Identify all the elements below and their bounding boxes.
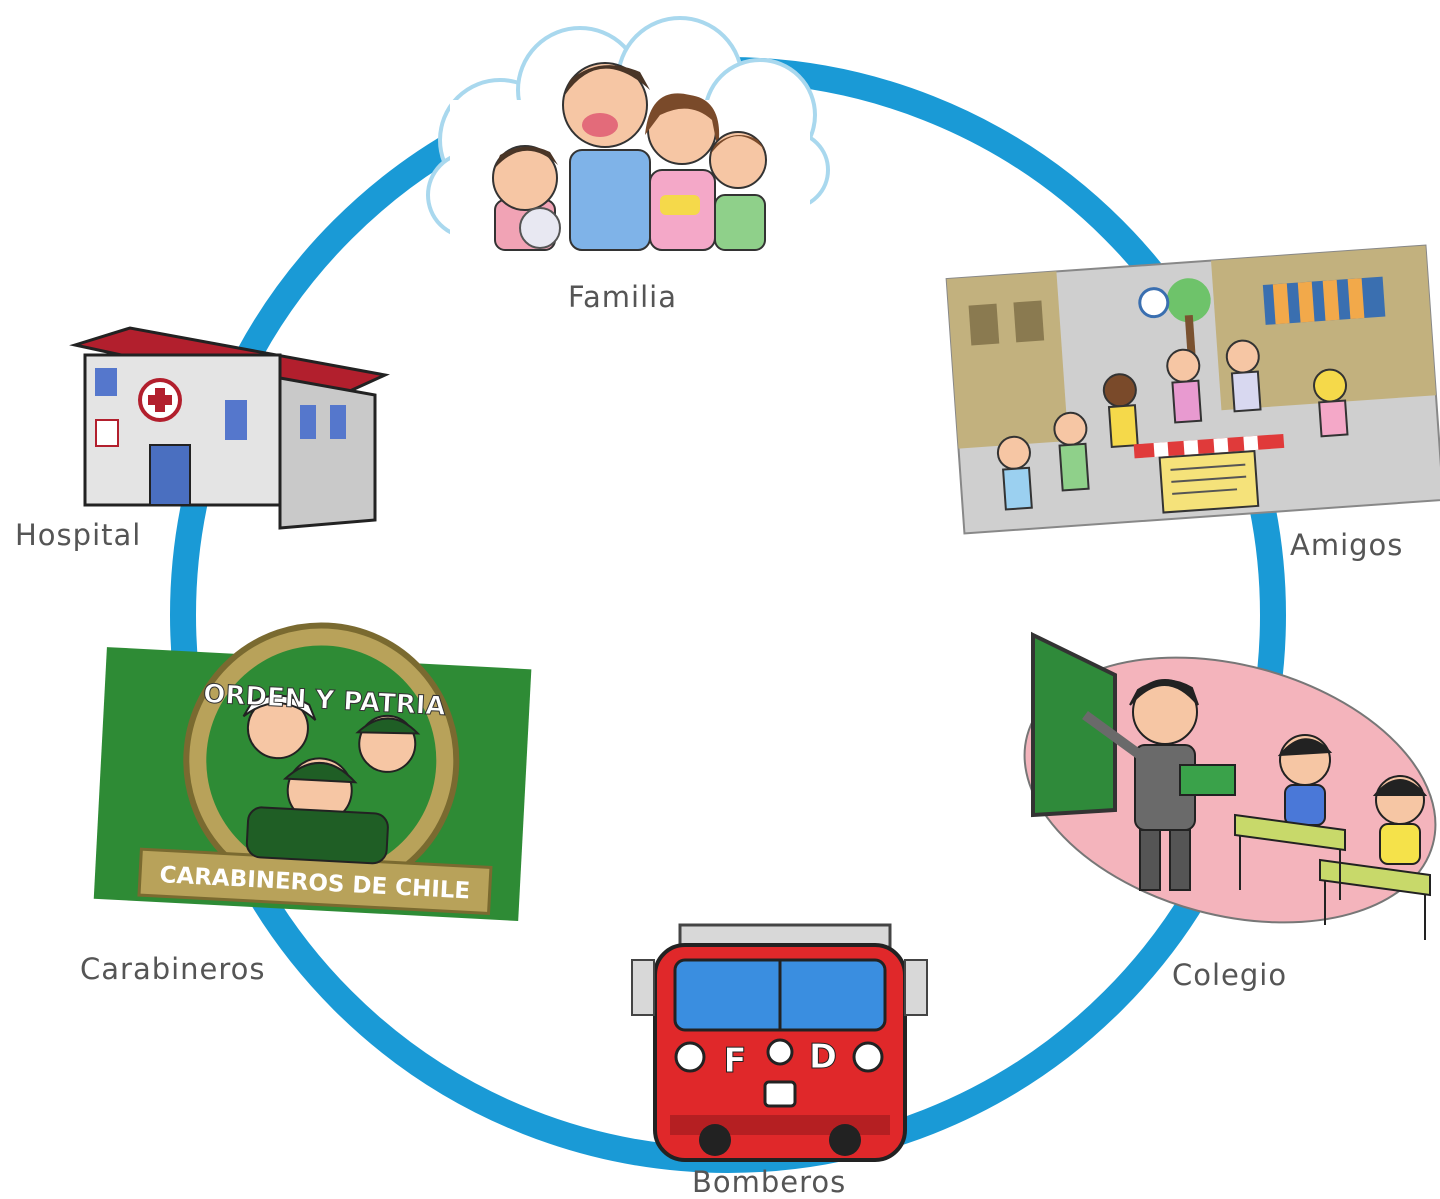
fire-truck-icon: F D: [631, 923, 928, 1162]
node-label-familia: Familia: [568, 280, 677, 314]
family-icon: [426, 16, 830, 251]
node-label-amigos: Amigos: [1290, 528, 1404, 562]
school-classroom-icon: [1023, 631, 1437, 940]
node-label-colegio: Colegio: [1172, 958, 1288, 992]
friends-street-icon: [945, 244, 1440, 535]
police-badge-icon: ORDEN Y PATRIA CARABINEROS DE CHILE: [93, 622, 532, 921]
truck-letter-d: D: [809, 1037, 837, 1077]
truck-letter-f: F: [723, 1041, 746, 1081]
node-label-hospital: Hospital: [15, 518, 142, 552]
hospital-building-icon: [69, 326, 390, 530]
node-label-bomberos: Bomberos: [692, 1165, 847, 1199]
node-label-carabineros: Carabineros: [80, 952, 266, 986]
